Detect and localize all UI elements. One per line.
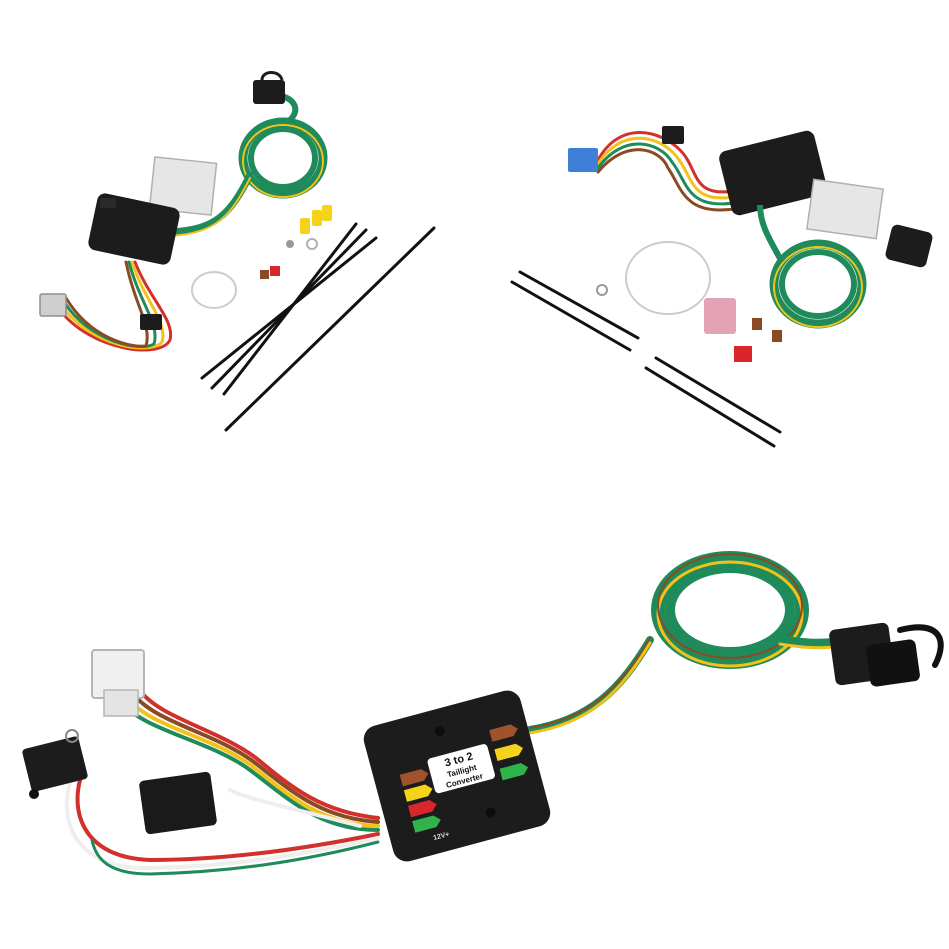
harness-wires-main xyxy=(64,686,380,876)
adhesive-pad-right xyxy=(806,178,884,240)
fuse-holder-left xyxy=(140,314,162,330)
arrow-green-right xyxy=(499,763,529,781)
arrow-brown-right xyxy=(489,724,518,742)
coiled-cable-left xyxy=(166,93,328,237)
arrow-green-left xyxy=(412,815,441,833)
white-plug-connector-main xyxy=(91,649,145,717)
black-socket-connector-main xyxy=(139,771,217,835)
grey-plug-connector-left xyxy=(39,293,67,317)
cable-ties-left xyxy=(200,222,436,432)
arrow-red-left xyxy=(408,799,437,818)
module-voltage-label: 12V+ xyxy=(433,831,451,842)
fuse-holder-main xyxy=(22,729,88,799)
hardware-left xyxy=(191,205,332,309)
harness-right xyxy=(596,131,742,212)
arrow-yellow-left xyxy=(403,784,433,802)
harness-closeup: 3 to 2 Taillight Converter 12V+ xyxy=(22,551,944,876)
arrow-brown-left xyxy=(399,769,429,787)
converter-module-main: 3 to 2 Taillight Converter 12V+ xyxy=(363,690,551,862)
cable-module-to-coil xyxy=(526,636,654,735)
converter-module-left xyxy=(88,193,180,265)
flat4-connector-left xyxy=(253,71,285,104)
kit-right xyxy=(510,126,933,448)
flat4-connector-right xyxy=(885,224,933,268)
fuse-holder-right xyxy=(662,126,684,144)
blue-plug-connector-right xyxy=(568,148,598,172)
converter-module-right xyxy=(719,130,827,216)
flat4-connector-main xyxy=(829,622,944,687)
coiled-cable-right xyxy=(757,204,867,329)
harness-left xyxy=(58,260,173,352)
arrow-yellow-right xyxy=(494,743,523,762)
kit-left xyxy=(39,71,436,432)
coiled-cable-main xyxy=(651,551,855,669)
adhesive-pad-left xyxy=(148,156,218,216)
hardware-right xyxy=(596,241,782,362)
cable-ties-right xyxy=(510,270,782,448)
